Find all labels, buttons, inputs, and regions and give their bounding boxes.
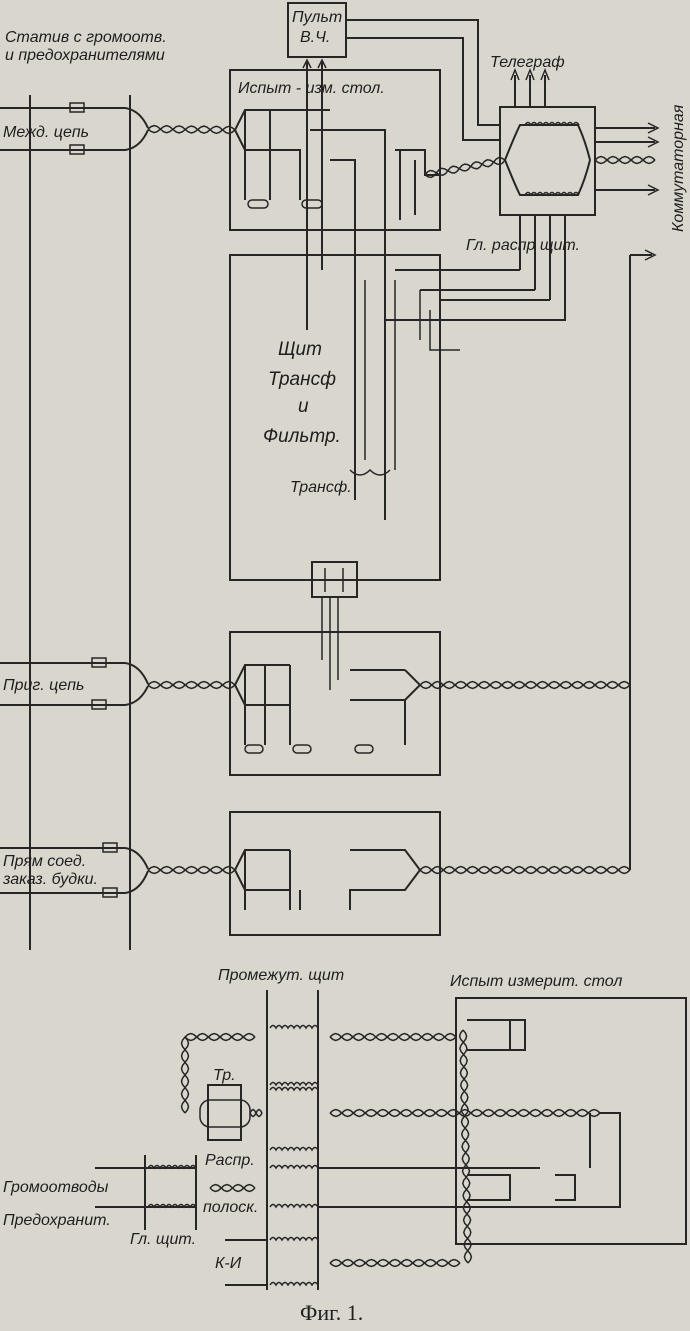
resistor-coil xyxy=(147,1164,197,1170)
diagram-lines xyxy=(0,2,687,1290)
transformer-box xyxy=(311,561,358,598)
arresters-label: Громоотводы xyxy=(3,1179,109,1196)
resistor-coil xyxy=(269,1146,319,1152)
main-frame-box xyxy=(499,106,596,216)
twisted-pair xyxy=(249,1108,263,1118)
filter-panel-label-4: Фильтр. xyxy=(263,426,341,447)
hf-panel-label-2: В.Ч. xyxy=(300,29,330,46)
suburban-box xyxy=(229,631,441,776)
twisted-pair xyxy=(329,1258,461,1268)
twisted-pairs xyxy=(147,121,656,1287)
filter-panel-box xyxy=(229,254,441,581)
test-desk-bottom-label: Испыт измерит. стол xyxy=(450,973,622,990)
twisted-pair xyxy=(458,1029,472,1264)
long-distance-label: Межд. цепь xyxy=(3,124,89,141)
twisted-pair xyxy=(594,155,656,165)
resistor-coil xyxy=(269,1081,319,1087)
resistor-coil xyxy=(269,1024,319,1030)
twisted-pair xyxy=(147,680,236,690)
labels: Статив с громоотв. и предохранителями Пу… xyxy=(2,9,687,1325)
fuses-label: Предохранит. xyxy=(3,1212,111,1229)
rack-label-1: Статив с громоотв. xyxy=(5,29,167,46)
test-desk-top-label: Испыт - изм. стол. xyxy=(238,80,385,97)
resistor-coil xyxy=(269,1086,319,1092)
twisted-pair xyxy=(419,865,631,875)
twisted-pair xyxy=(594,155,656,165)
twisted-pair xyxy=(329,1032,457,1042)
filter-panel-label-3: и xyxy=(298,396,309,417)
twisted-pair xyxy=(147,680,236,690)
twisted-pair xyxy=(459,1029,473,1264)
transformer-label: Трансф. xyxy=(290,479,352,496)
twisted-pair xyxy=(329,1032,457,1042)
tr-box xyxy=(207,1084,242,1141)
twisted-pair xyxy=(424,159,506,179)
test-desk-top-box xyxy=(229,69,441,231)
filter-panel-label-1: Щит xyxy=(278,339,322,360)
switchboard-label: Коммутаторная xyxy=(670,104,687,232)
resistor-coil xyxy=(269,1203,319,1209)
twisted-pair xyxy=(147,865,236,875)
suburban-label: Приг. цепь xyxy=(3,677,84,694)
twisted-pair xyxy=(184,1032,256,1042)
test-desk-bottom-box xyxy=(455,997,687,1245)
figure-caption: Фиг. 1. xyxy=(300,1300,363,1325)
tr-label: Тр. xyxy=(213,1067,236,1084)
distr-label-1: Распр. xyxy=(205,1152,255,1169)
filter-panel-label-2: Трансф xyxy=(268,369,336,390)
hf-panel-label-1: Пульт xyxy=(292,9,342,26)
rack-label-2: и предохранителями xyxy=(5,47,165,64)
resistor-coil xyxy=(269,1164,319,1170)
telegraph-label: Телеграф xyxy=(490,54,565,71)
twisted-pair xyxy=(180,1036,190,1114)
direct-label-2: заказ. будки. xyxy=(2,871,98,888)
resistor-coil xyxy=(524,121,580,127)
resistor-coil xyxy=(147,1203,197,1209)
resistor-coil xyxy=(524,191,580,197)
twisted-pair xyxy=(147,865,236,875)
main-frame-label: Гл. распр щит. xyxy=(466,237,580,254)
twisted-pair xyxy=(209,1183,256,1193)
twisted-pair xyxy=(329,1258,461,1268)
twisted-pair xyxy=(424,156,506,176)
twisted-pair xyxy=(329,1108,601,1118)
twisted-pair xyxy=(419,680,631,690)
distr-label-2: полоск. xyxy=(203,1199,258,1216)
twisted-pair xyxy=(147,124,236,135)
main-board-label: Гл. щит. xyxy=(130,1231,196,1248)
resistor-coil xyxy=(269,1281,319,1287)
ki-label: К-И xyxy=(215,1255,242,1272)
direct-box xyxy=(229,811,441,936)
direct-label-1: Прям соед. xyxy=(3,853,86,870)
resistor-coil xyxy=(269,1236,319,1242)
twisted-pair xyxy=(147,124,236,135)
intermediate-frame-label: Промежут. щит xyxy=(218,967,344,984)
hf-panel-box xyxy=(287,2,347,58)
